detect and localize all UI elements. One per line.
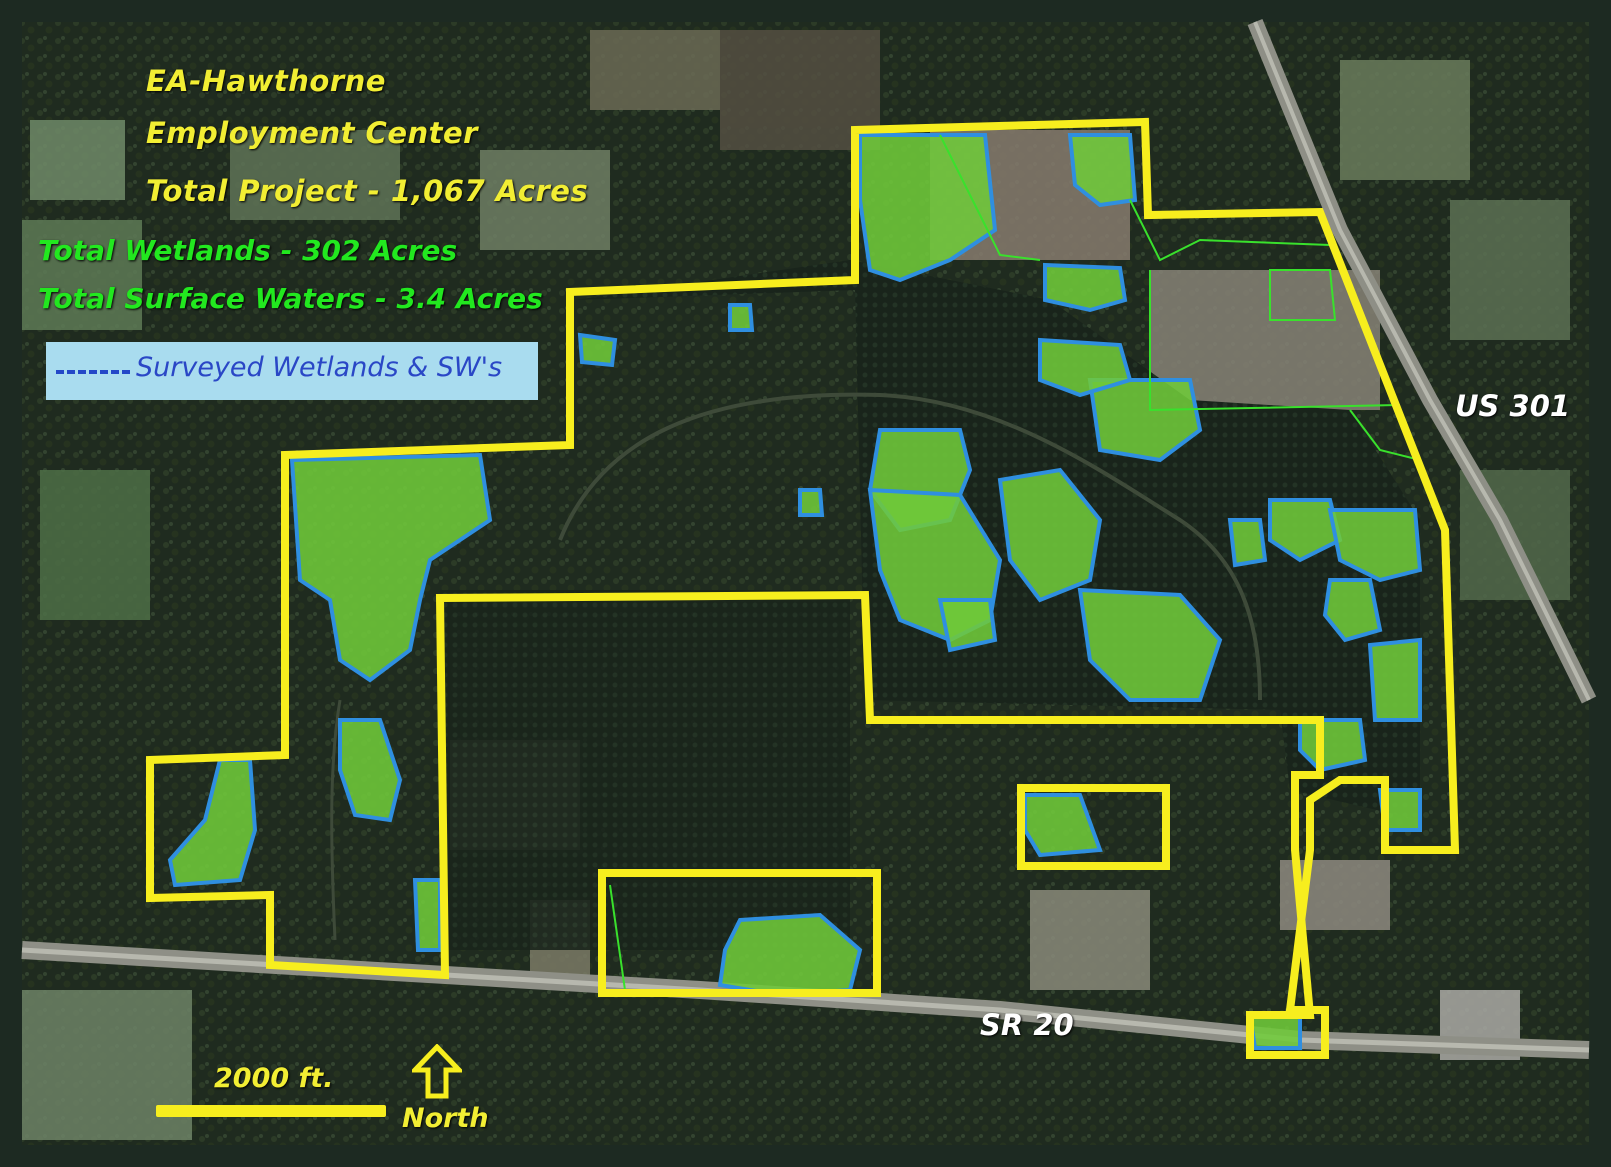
road-label-sr20: SR 20 xyxy=(980,1008,1074,1042)
map-title-line2: Employment Center xyxy=(146,116,478,150)
road-label-us301: US 301 xyxy=(1455,389,1571,423)
roads xyxy=(21,18,1597,1059)
total-wetlands-label: Total Wetlands - 302 Acres xyxy=(38,234,458,267)
dashed-line-icon xyxy=(56,370,130,374)
scale-bar xyxy=(156,1105,386,1117)
project-boundary xyxy=(146,117,1460,1059)
legend-box: Surveyed Wetlands & SW's xyxy=(46,342,538,400)
scale-bar-label: 2000 ft. xyxy=(214,1063,334,1094)
north-arrow-icon xyxy=(412,1044,462,1099)
map-title-line1: EA-Hawthorne xyxy=(146,64,386,98)
north-label: North xyxy=(402,1103,489,1134)
legend-label: Surveyed Wetlands & SW's xyxy=(136,352,503,383)
total-project-label: Total Project - 1,067 Acres xyxy=(146,174,589,208)
parcel-lines xyxy=(609,134,1421,991)
total-surface-waters-label: Total Surface Waters - 3.4 Acres xyxy=(38,282,543,315)
